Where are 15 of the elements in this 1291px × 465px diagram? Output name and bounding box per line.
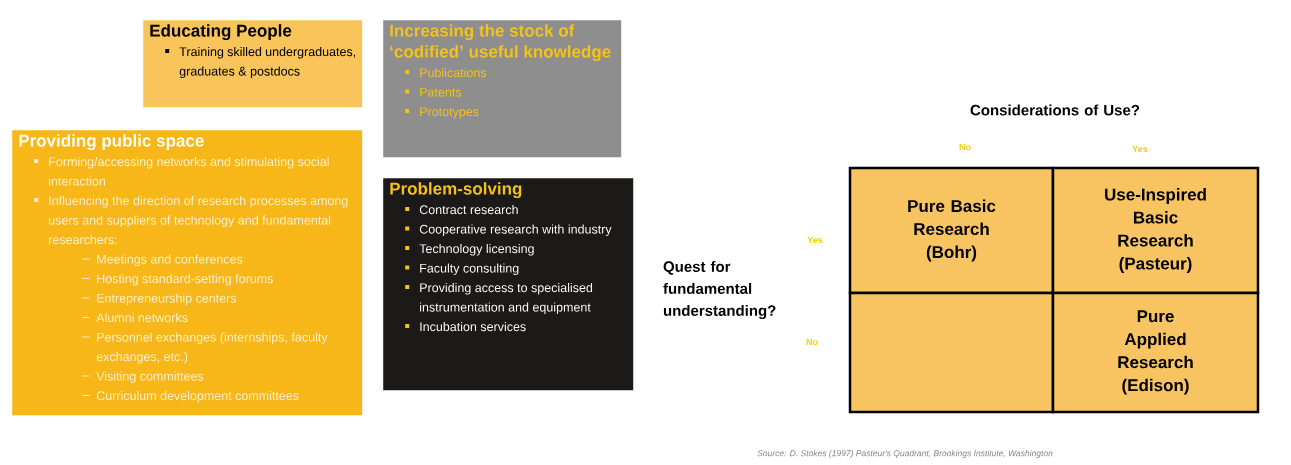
source-note: Source: D. Stokes (1997) Pasteur's Quadrant, Brookings Institute, Washington bbox=[757, 450, 1053, 458]
axis-value: No bbox=[806, 338, 818, 346]
quadrant-cell bbox=[848, 291, 1055, 414]
list-box: Problem-solving Contract research Cooperative research with industry Technology licensing Faculty consulting Providing access to specialised instrumentation and equipment Incubation services bbox=[383, 178, 634, 391]
axis-value: No bbox=[959, 143, 971, 151]
quadrant-cell: Use-Inspired Basic Research (Pasteur) bbox=[1051, 166, 1260, 295]
axis-heading: Considerations of Use? bbox=[970, 104, 1140, 116]
axis-value: Yes bbox=[1132, 145, 1148, 153]
list-box: Educating People Training skilled undergraduates, graduates & postdocs bbox=[143, 20, 363, 108]
list-box: Increasing the stock of ‘codified’ useful knowledge Publications Patents Prototypes bbox=[383, 20, 622, 158]
list-box: Providing public space Forming/accessing networks and stimulating social interaction Influencing the direction of research processes among users and suppliers of technology and fundamental researchers: Meetings and conferences Hosting standard-setting forums Entrepreneurship centers Alumni networks Personnel exchanges (internships, faculty exchanges, etc.) Visiting committees Curriculum development committees bbox=[12, 130, 363, 416]
axis-heading: Quest for fundamental understanding? bbox=[663, 260, 776, 319]
axis-value: Yes bbox=[807, 236, 823, 244]
quadrant-cell: Pure Applied Research (Edison) bbox=[1051, 291, 1260, 414]
quadrant-cell: Pure Basic Research (Bohr) bbox=[848, 166, 1055, 295]
